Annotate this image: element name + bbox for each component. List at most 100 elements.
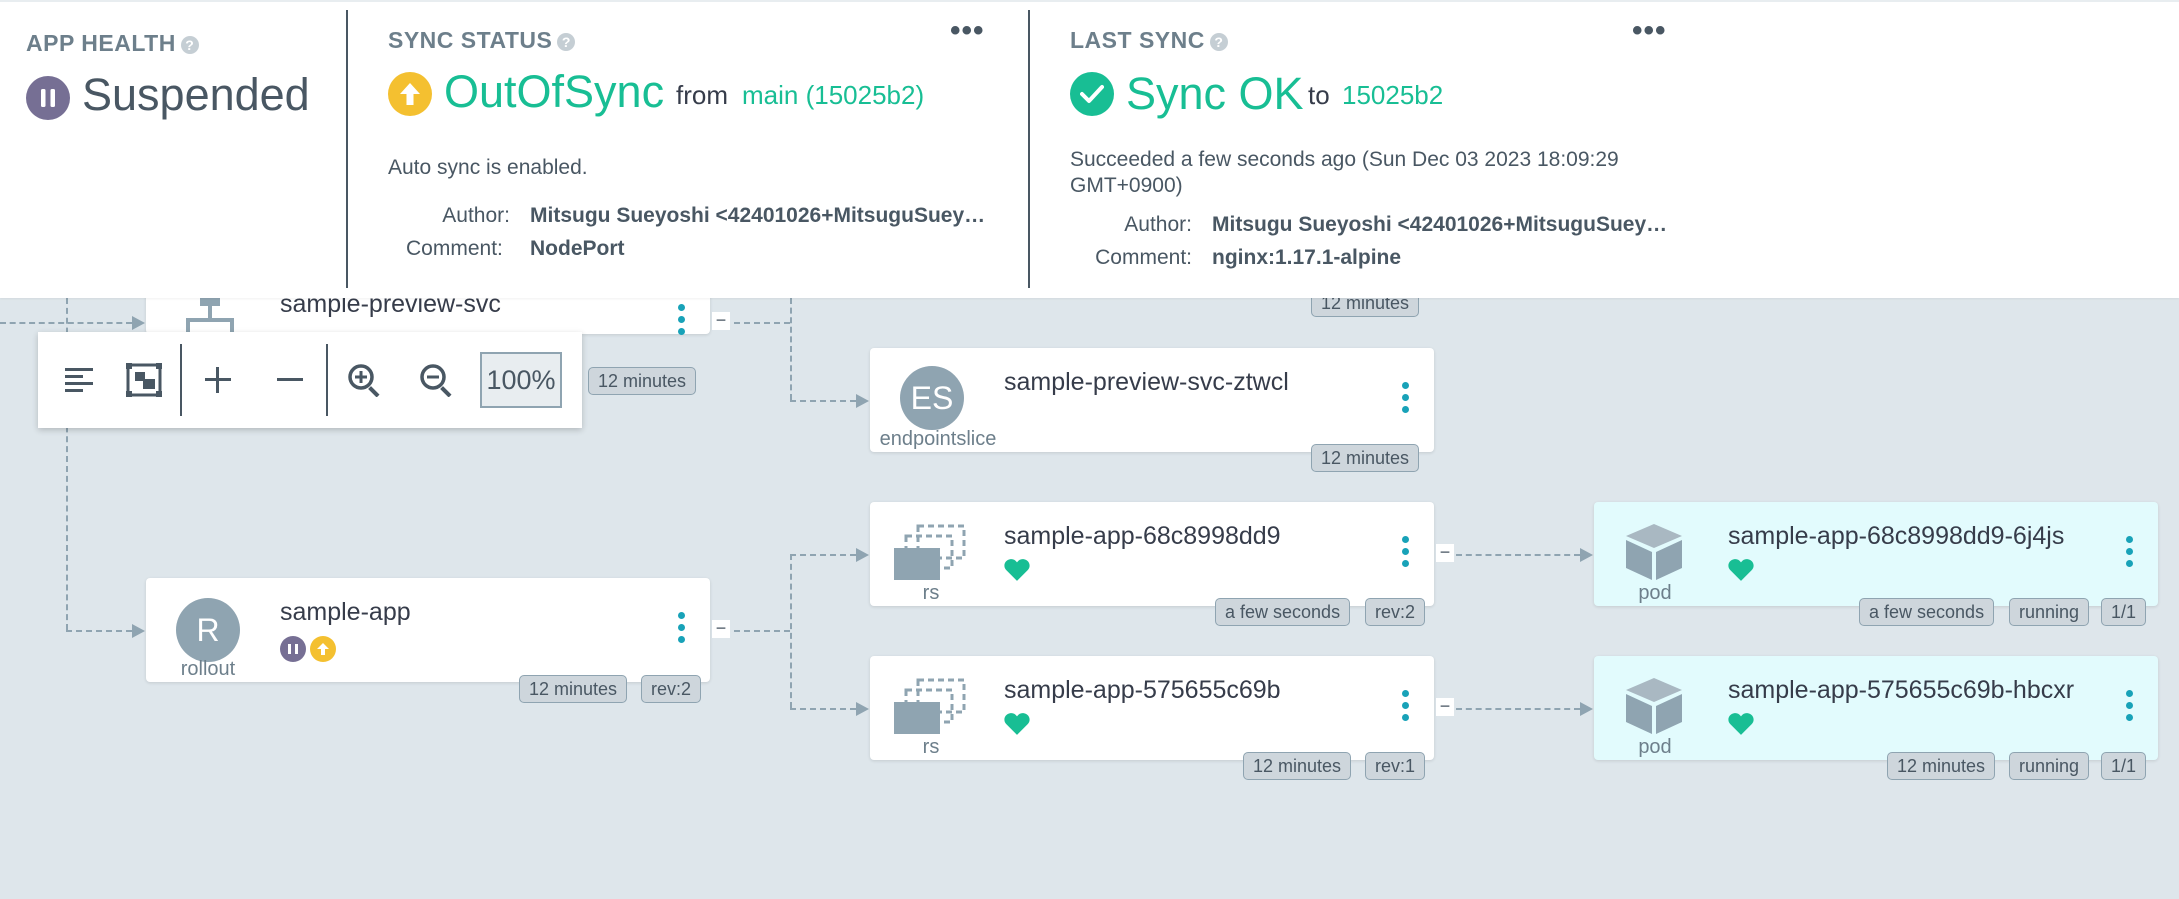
age-badge: 12 minutes bbox=[588, 367, 697, 395]
node-menu-button[interactable] bbox=[678, 612, 686, 648]
sync-status-menu-icon[interactable]: ••• bbox=[950, 14, 985, 47]
node-title: sample-app-68c8998dd9 bbox=[1004, 522, 1281, 550]
last-sync-comment: nginx:1.17.1-alpine bbox=[1212, 246, 1402, 269]
sync-comment: NodePort bbox=[530, 237, 625, 260]
age-badge: 12 minutes bbox=[1311, 444, 1420, 472]
node-kind-label: pod bbox=[1638, 736, 1672, 758]
node-menu-button[interactable] bbox=[2126, 690, 2134, 726]
node-kind-label: rs bbox=[922, 582, 940, 604]
align-left-icon[interactable] bbox=[56, 356, 104, 404]
sync-status-title: SYNC STATUS? bbox=[388, 27, 576, 54]
edge bbox=[790, 298, 792, 400]
application-status-panel: APP HEALTH? Suspended SYNC STATUS? ••• O… bbox=[0, 0, 2179, 298]
healthy-heart-icon bbox=[1728, 713, 1754, 735]
revision-badge: rev:2 bbox=[641, 675, 702, 703]
node-endpointslice[interactable]: ES sample-preview-svc-ztwcl bbox=[870, 348, 1434, 452]
service-icon bbox=[186, 298, 234, 334]
toolbar-divider bbox=[180, 344, 182, 416]
last-sync-succeeded-line2: GMT+0900) bbox=[1070, 174, 1183, 197]
node-replicaset-575655c69b[interactable]: sample-app-575655c69b bbox=[870, 656, 1434, 760]
endpointslice-avatar: ES bbox=[900, 366, 964, 430]
healthy-heart-icon bbox=[1004, 713, 1030, 735]
help-icon[interactable]: ? bbox=[557, 32, 576, 51]
minus-icon[interactable] bbox=[266, 356, 314, 404]
collapse-button[interactable]: − bbox=[712, 619, 730, 638]
node-kind-label: endpointslice bbox=[879, 428, 997, 450]
sync-ok-check-icon bbox=[1070, 72, 1114, 116]
fit-screen-icon[interactable] bbox=[120, 356, 168, 404]
age-badge: a few seconds bbox=[1859, 598, 1995, 626]
app-health-title: APP HEALTH? bbox=[26, 30, 199, 57]
plus-icon[interactable] bbox=[194, 356, 242, 404]
node-menu-button[interactable] bbox=[1402, 536, 1410, 572]
edge bbox=[1456, 554, 1580, 556]
edge-arrow bbox=[132, 624, 145, 638]
last-sync-to-label: to bbox=[1308, 80, 1330, 110]
node-menu-button[interactable] bbox=[1402, 690, 1410, 726]
status-badge: running bbox=[2009, 598, 2090, 626]
edge bbox=[790, 554, 792, 708]
edge bbox=[66, 298, 68, 630]
out-of-sync-icon bbox=[310, 636, 336, 662]
node-pod-hbcxr[interactable]: sample-app-575655c69b-hbcxr bbox=[1594, 656, 2158, 760]
node-rollout-sample-app[interactable]: R sample-app bbox=[146, 578, 710, 682]
last-sync-author: Mitsugu Sueyoshi <42401026+MitsuguSueyos… bbox=[1212, 213, 1672, 236]
healthy-heart-icon bbox=[1728, 559, 1754, 581]
node-menu-button[interactable] bbox=[1402, 382, 1410, 418]
status-badge: running bbox=[2009, 752, 2090, 780]
author-label: Author: bbox=[1124, 213, 1192, 236]
collapse-button[interactable]: − bbox=[1436, 543, 1454, 562]
age-badge: a few seconds bbox=[1215, 598, 1351, 626]
node-title: sample-app-575655c69b-hbcxr bbox=[1728, 676, 2075, 704]
help-icon[interactable]: ? bbox=[180, 35, 199, 54]
node-pod-6j4js[interactable]: sample-app-68c8998dd9-6j4js bbox=[1594, 502, 2158, 606]
node-menu-button[interactable] bbox=[2126, 536, 2134, 572]
healthy-heart-icon bbox=[1004, 559, 1030, 581]
last-sync-title: LAST SYNC? bbox=[1070, 27, 1228, 54]
replicaset-icon bbox=[894, 524, 966, 580]
node-title: sample-app bbox=[280, 598, 411, 626]
collapse-button[interactable]: − bbox=[1436, 697, 1454, 716]
edge-arrow bbox=[132, 316, 145, 330]
edge-arrow bbox=[1580, 548, 1593, 562]
replicaset-icon bbox=[894, 678, 966, 734]
node-title: sample-app-575655c69b bbox=[1004, 676, 1281, 704]
edge bbox=[1456, 708, 1580, 710]
node-replicaset-68c8998dd9[interactable]: sample-app-68c8998dd9 bbox=[870, 502, 1434, 606]
zoom-level-display[interactable]: 100% bbox=[480, 352, 562, 408]
edge bbox=[790, 400, 866, 402]
edge bbox=[790, 708, 866, 710]
node-menu-button[interactable] bbox=[678, 304, 686, 340]
edge-arrow bbox=[856, 548, 869, 562]
suspended-icon bbox=[26, 76, 70, 120]
out-of-sync-icon bbox=[388, 72, 432, 116]
help-icon[interactable]: ? bbox=[1209, 32, 1228, 51]
last-sync-succeeded-line1: Succeeded a few seconds ago (Sun Dec 03 … bbox=[1070, 148, 1619, 171]
panel-divider bbox=[1028, 10, 1030, 288]
edge bbox=[734, 322, 790, 324]
sync-from-label: from bbox=[676, 80, 728, 110]
rollout-avatar: R bbox=[176, 598, 240, 662]
node-kind-label: pod bbox=[1638, 582, 1672, 604]
graph-toolbar: 100% bbox=[38, 332, 582, 428]
age-badge: 12 minutes bbox=[1887, 752, 1996, 780]
zoom-out-icon[interactable] bbox=[412, 356, 460, 404]
edge bbox=[734, 630, 790, 632]
zoom-in-icon[interactable] bbox=[340, 356, 388, 404]
sync-revision-link[interactable]: main (15025b2) bbox=[742, 80, 925, 110]
collapse-button[interactable]: − bbox=[712, 311, 730, 330]
edge bbox=[66, 630, 132, 632]
pod-cube-icon bbox=[1626, 678, 1682, 734]
pod-cube-icon bbox=[1626, 524, 1682, 580]
app-health-title-text: APP HEALTH bbox=[26, 30, 176, 56]
node-title: sample-app-68c8998dd9-6j4js bbox=[1728, 522, 2065, 550]
edge-arrow bbox=[1580, 702, 1593, 716]
node-kind-label: rs bbox=[922, 736, 940, 758]
sync-status-title-text: SYNC STATUS bbox=[388, 27, 553, 53]
last-sync-revision-link[interactable]: 15025b2 bbox=[1342, 80, 1444, 110]
revision-badge: rev:2 bbox=[1365, 598, 1426, 626]
last-sync-menu-icon[interactable]: ••• bbox=[1632, 14, 1667, 47]
node-kind-label: rollout bbox=[180, 658, 236, 680]
ready-badge: 1/1 bbox=[2101, 752, 2147, 780]
edge-arrow bbox=[856, 702, 869, 716]
